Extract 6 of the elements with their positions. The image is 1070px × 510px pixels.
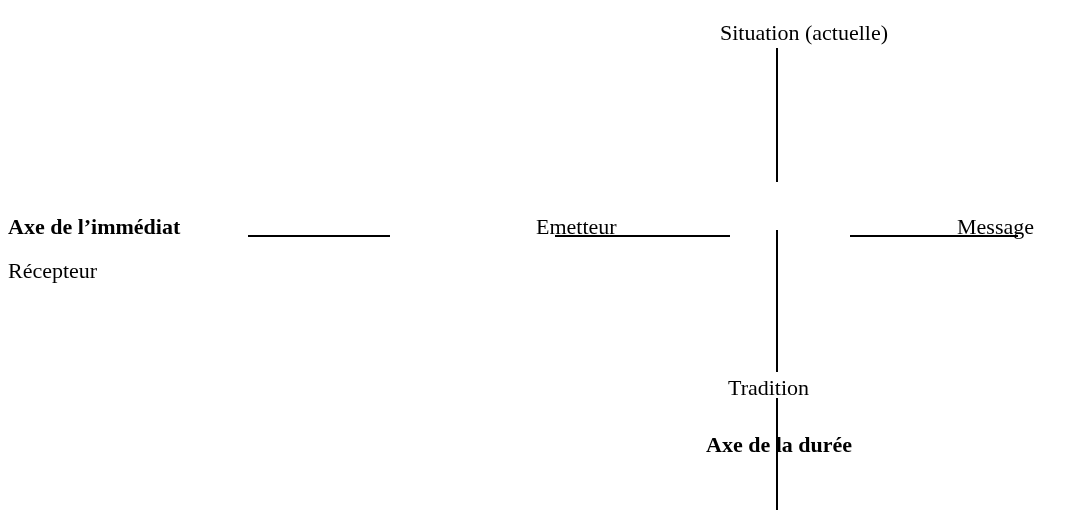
axis-pole-label: Situation (actuelle) xyxy=(720,20,888,46)
axis-title: Axe de l’immédiat xyxy=(8,214,181,240)
communication-term: Récepteur xyxy=(8,258,98,284)
communication-term: Message xyxy=(957,214,1034,240)
axis-pole-label: Tradition xyxy=(728,375,810,401)
communication-term: Emetteur xyxy=(536,214,617,240)
